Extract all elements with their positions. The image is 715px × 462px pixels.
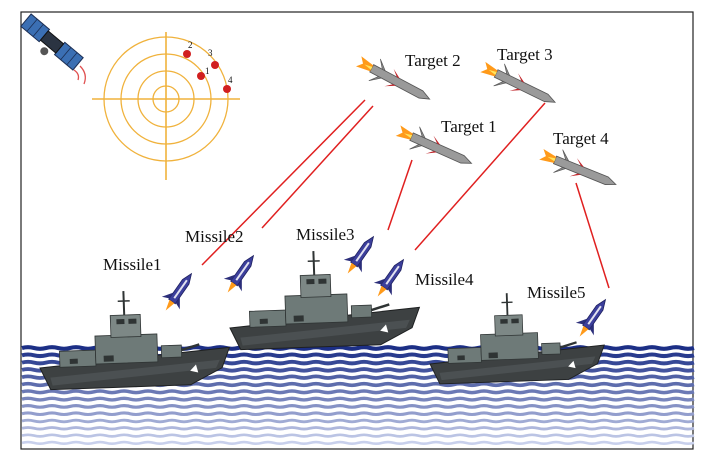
target-label: Target 3 — [497, 45, 553, 64]
missile-label: Missile4 — [415, 270, 474, 289]
sea-wave — [21, 389, 695, 395]
labels: Target 2 Target 3 Target 1 Target 4 Miss… — [103, 45, 609, 302]
sea-wave — [21, 426, 695, 431]
radar-scope-icon — [92, 32, 240, 180]
guidance-line — [261, 105, 374, 229]
guidance-line — [201, 99, 366, 266]
radar-blips: 2 3 1 4 — [183, 40, 233, 93]
satellite-icon — [20, 13, 84, 71]
radar-blip — [197, 72, 205, 80]
radar-blip — [183, 50, 191, 58]
missile-label: Missile2 — [185, 227, 244, 246]
sea-wave — [21, 433, 695, 438]
sea-wave — [21, 403, 695, 409]
target-label: Target 2 — [405, 51, 461, 70]
sea-wave — [21, 396, 695, 402]
target-label: Target 1 — [441, 117, 497, 136]
sea-wave — [21, 411, 695, 417]
guidance-line — [387, 159, 413, 231]
radar-blip-number: 2 — [188, 40, 193, 50]
radar-blip-number: 1 — [205, 66, 210, 76]
missile-label: Missile5 — [527, 283, 586, 302]
radar-blip-number: 4 — [228, 75, 233, 85]
sea-wave — [21, 418, 695, 424]
missile-label: Missile1 — [103, 255, 162, 274]
target-label: Target 4 — [553, 129, 609, 148]
guidance-lines — [201, 99, 610, 289]
guidance-line — [575, 182, 610, 289]
missile-label: Missile3 — [296, 225, 355, 244]
sea-wave — [21, 440, 695, 445]
radar-blip-number: 3 — [208, 48, 213, 58]
radar-blip — [223, 85, 231, 93]
guidance-line — [414, 102, 546, 251]
signal-waves-icon — [73, 65, 86, 85]
radar-blip — [211, 61, 219, 69]
